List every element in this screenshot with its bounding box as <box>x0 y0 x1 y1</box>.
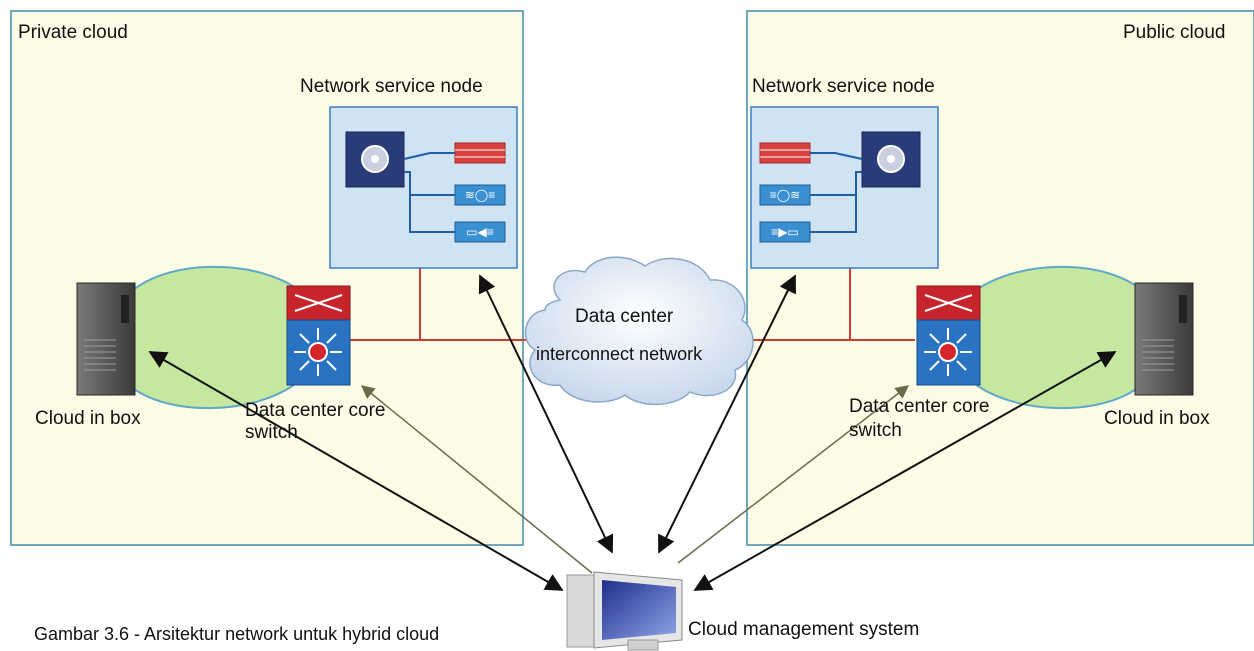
svg-text:≋◯≡: ≋◯≡ <box>465 188 496 202</box>
private-node-devices: ≋◯≡ ▭◀≡ <box>345 131 506 243</box>
management-arrows-black <box>148 274 1117 591</box>
cloud-management-system-label: Cloud management system <box>688 619 920 640</box>
private-node-accelerator-icon: ▭◀≡ <box>454 221 506 243</box>
svg-text:▭◀≡: ▭◀≡ <box>466 225 494 239</box>
interconnect-label-line2: interconnect network <box>536 344 703 364</box>
private-network-service-node-title: Network service node <box>300 76 483 97</box>
private-green-zone <box>119 265 311 410</box>
public-network-service-node-title: Network service node <box>752 76 935 97</box>
private-cloud-title: Private cloud <box>18 22 128 43</box>
public-cloud-in-box-label: Cloud in box <box>1104 408 1210 429</box>
svg-text:≡◯≋: ≡◯≋ <box>770 188 801 202</box>
private-node-switch-icon <box>345 131 405 188</box>
public-node-loadbalancer-icon: ≡◯≋ <box>759 184 811 206</box>
public-node-accelerator-icon: ≡▶▭ <box>759 221 811 243</box>
svg-text:≡▶▭: ≡▶▭ <box>771 225 799 239</box>
private-core-switch-icon <box>286 285 351 386</box>
public-cloud-title: Public cloud <box>1123 22 1226 43</box>
interconnect-label-line1: Data center <box>575 306 674 327</box>
private-server-icon <box>76 282 136 396</box>
private-cloud-in-box-label: Cloud in box <box>35 408 141 429</box>
public-node-switch-icon <box>861 131 921 188</box>
private-core-switch-label-line1: Data center core <box>245 400 386 421</box>
private-core-switch-label-line2: switch <box>245 422 298 443</box>
public-server-icon <box>1134 282 1194 396</box>
public-node-devices: ≡◯≋ ≡▶▭ <box>759 131 921 243</box>
management-arrows-olive <box>360 385 910 574</box>
public-core-switch-icon <box>916 285 981 386</box>
cloud-management-computer-icon <box>566 571 683 651</box>
private-node-loadbalancer-icon: ≋◯≡ <box>454 184 506 206</box>
public-core-switch-label-line2: switch <box>849 420 902 441</box>
public-node-firewall-icon <box>759 142 811 164</box>
public-core-switch-label-line1: Data center core <box>849 396 990 417</box>
interconnect-cloud-icon <box>524 256 754 406</box>
private-node-firewall-icon <box>454 142 506 164</box>
figure-caption: Gambar 3.6 - Arsitektur network untuk hy… <box>34 624 440 644</box>
